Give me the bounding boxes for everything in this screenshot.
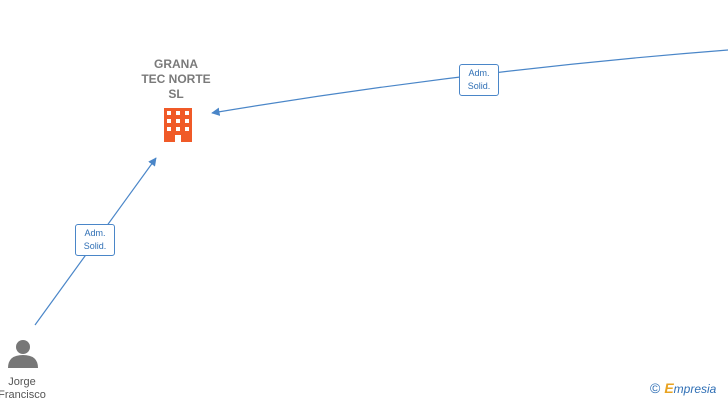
empresia-watermark: ©Empresia xyxy=(650,380,716,396)
person-icon[interactable] xyxy=(8,340,38,368)
person-label[interactable]: Jorge Francisco xyxy=(0,376,46,401)
copyright-symbol: © xyxy=(650,380,661,396)
building-icon[interactable] xyxy=(164,108,192,142)
brand-name: mpresia xyxy=(673,382,717,396)
edge-label-person[interactable]: Adm. Solid. xyxy=(75,224,115,256)
edge-label-top[interactable]: Adm. Solid. xyxy=(459,64,499,96)
brand-initial: E xyxy=(664,380,674,396)
company-label[interactable]: GRANA TEC NORTE SL xyxy=(141,57,211,101)
